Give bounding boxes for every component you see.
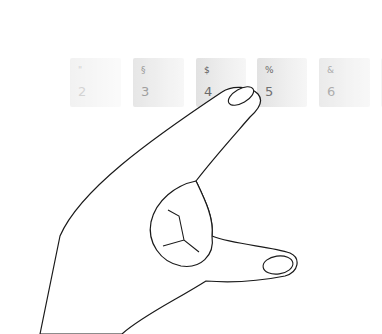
shift-symbol: " [78,65,82,76]
key-number: 3 [141,84,149,99]
keyboard-key: "2 [70,58,121,107]
key-number: 5 [265,84,273,99]
index-nail [225,83,256,109]
shift-symbol: & [327,65,334,76]
key-number: 2 [78,84,86,99]
shift-symbol: § [141,65,146,76]
key-number: 4 [204,84,212,99]
hand-outline [40,87,297,334]
key-number: 6 [327,84,335,99]
partial-key [381,58,382,107]
thumb-nail [262,254,294,276]
curled-fingers [150,181,212,266]
keyboard-key: §3 [133,58,184,107]
keyboard-key: %5 [257,58,307,107]
keyboard-key: &6 [319,58,370,107]
shift-symbol: % [265,65,274,76]
knuckle-lines [163,210,199,252]
shift-symbol: $ [204,65,210,76]
